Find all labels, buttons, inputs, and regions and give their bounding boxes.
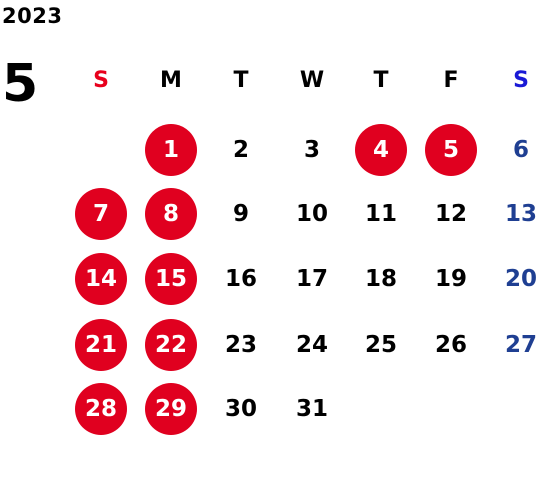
weekday-label: W: [299, 68, 325, 93]
holiday-date: 4: [355, 124, 407, 176]
calendar-date: 24: [295, 332, 328, 358]
calendar-date: 27: [504, 332, 537, 358]
weekday-label: T: [233, 68, 249, 93]
holiday-date: 28: [75, 383, 127, 435]
calendar-month: 5: [2, 54, 39, 114]
calendar-date: 16: [224, 266, 257, 292]
holiday-date: 22: [145, 319, 197, 371]
calendar-date: 19: [434, 266, 467, 292]
holiday-date: 21: [75, 319, 127, 371]
weekday-label: F: [443, 68, 459, 93]
weekday-label: S: [513, 68, 529, 93]
calendar-date: 11: [364, 201, 397, 227]
weekday-label: S: [93, 68, 109, 93]
calendar-date: 18: [364, 266, 397, 292]
calendar-date: 2: [232, 137, 249, 163]
holiday-date: 29: [145, 383, 197, 435]
calendar-date: 6: [512, 137, 529, 163]
weekday-label: M: [160, 68, 182, 93]
holiday-date: 14: [75, 253, 127, 305]
weekday-label: T: [373, 68, 389, 93]
calendar-date: 3: [303, 137, 320, 163]
calendar-date: 31: [295, 396, 328, 422]
holiday-date: 8: [145, 188, 197, 240]
holiday-date: 1: [145, 124, 197, 176]
calendar-date: 9: [232, 201, 249, 227]
calendar-date: 30: [224, 396, 257, 422]
holiday-date: 7: [75, 188, 127, 240]
calendar-date: 20: [504, 266, 537, 292]
calendar-date: 23: [224, 332, 257, 358]
calendar-date: 13: [504, 201, 537, 227]
holiday-date: 5: [425, 124, 477, 176]
calendar-year: 2023: [2, 4, 63, 28]
calendar-date: 26: [434, 332, 467, 358]
calendar-date: 12: [434, 201, 467, 227]
calendar-date: 17: [295, 266, 328, 292]
holiday-date: 15: [145, 253, 197, 305]
calendar-date: 25: [364, 332, 397, 358]
calendar-date: 10: [295, 201, 328, 227]
